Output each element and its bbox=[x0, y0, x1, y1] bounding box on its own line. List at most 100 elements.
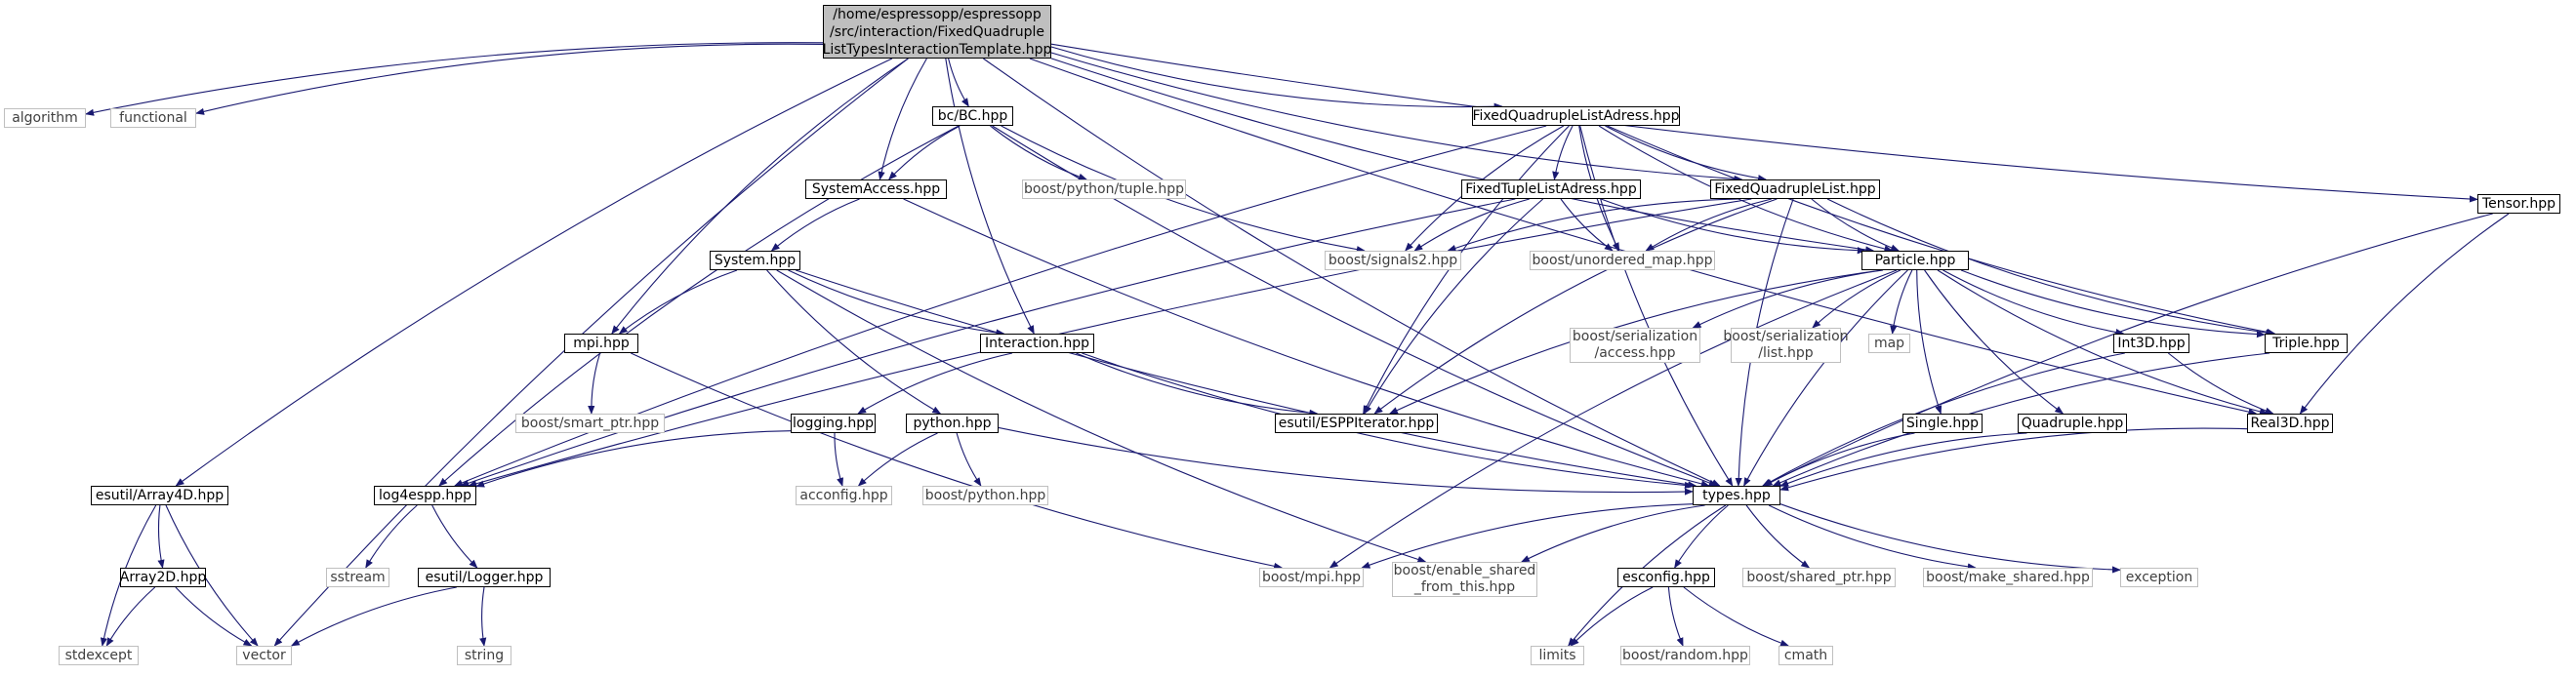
node-interaction-hpp[interactable]: Interaction.hpp bbox=[980, 334, 1094, 353]
node-boost-mpi: boost/mpi.hpp bbox=[1259, 568, 1364, 587]
edge-particle-to-types bbox=[1743, 269, 1908, 487]
edge-root-to-functional bbox=[195, 43, 824, 115]
edge-system-to-enableshared bbox=[776, 269, 1427, 563]
node-triple-hpp[interactable]: Triple.hpp bbox=[2265, 334, 2348, 353]
node-types-hpp[interactable]: types.hpp bbox=[1693, 486, 1780, 505]
edge-particle-to-real3d bbox=[1937, 269, 2269, 416]
node-fixedquadruplelistadress-hpp[interactable]: FixedQuadrupleListAdress.hpp bbox=[1472, 106, 1680, 126]
edge-particle-to-espiter bbox=[1388, 269, 1882, 415]
edge-single-to-types bbox=[1763, 432, 1915, 487]
node-fixedquadruplelist-hpp[interactable]: FixedQuadrupleList.hpp bbox=[1710, 179, 1880, 199]
node-exception: exception bbox=[2120, 568, 2198, 587]
edge-root-to-bc bbox=[948, 58, 969, 107]
node-boost-serialization-list: boost/serialization /list.hpp bbox=[1723, 328, 1849, 363]
edge-system-to-interaction bbox=[788, 269, 1005, 337]
node-array4d-hpp[interactable]: esutil/Array4D.hpp bbox=[91, 486, 228, 505]
edge-python-to-boostpython bbox=[956, 432, 982, 487]
node-quadruple-hpp[interactable]: Quadruple.hpp bbox=[2018, 414, 2127, 433]
edge-root-to-particle bbox=[1050, 58, 1875, 254]
edge-ftla-to-signals2 bbox=[1413, 198, 1530, 252]
edge-real3d-to-types bbox=[1779, 427, 2248, 492]
node-tensor-hpp[interactable]: Tensor.hpp bbox=[2477, 194, 2560, 214]
edge-particle-to-triple bbox=[1960, 269, 2266, 338]
edge-logging-to-acconfig bbox=[834, 432, 844, 487]
edge-root-to-array4d bbox=[175, 58, 893, 487]
node-root-fixedquadruplelisttypesinteractiontemplate: /home/espressopp/espressopp /src/interac… bbox=[822, 5, 1052, 59]
node-acconfig-hpp: acconfig.hpp bbox=[796, 486, 892, 505]
edge-particle-to-int3d bbox=[1942, 269, 2125, 337]
node-mpi-hpp[interactable]: mpi.hpp bbox=[564, 334, 638, 353]
node-vector: vector bbox=[236, 646, 292, 665]
edge-logger-to-vector bbox=[290, 586, 457, 647]
node-sstream: sstream bbox=[326, 568, 389, 587]
edge-ftla-to-espiter bbox=[1364, 198, 1544, 415]
node-logger-hpp[interactable]: esutil/Logger.hpp bbox=[418, 568, 551, 587]
edge-array2d-to-vector bbox=[175, 586, 253, 647]
node-esppiterator-hpp[interactable]: esutil/ESPPIterator.hpp bbox=[1275, 414, 1438, 433]
edge-ftla-to-log4espp bbox=[460, 198, 1516, 487]
edge-int3d-to-types bbox=[1762, 352, 2125, 487]
edge-log4espp-to-logger bbox=[431, 504, 478, 569]
node-esconfig-hpp[interactable]: esconfig.hpp bbox=[1617, 568, 1715, 587]
edge-root-to-fqla bbox=[1050, 46, 1503, 110]
edge-particle-to-serlist bbox=[1812, 269, 1901, 329]
node-systemaccess-hpp[interactable]: SystemAccess.hpp bbox=[805, 179, 947, 199]
edge-ftla-to-particle bbox=[1600, 198, 1866, 255]
node-real3d-hpp[interactable]: Real3D.hpp bbox=[2247, 414, 2333, 433]
edge-types-to-esconfig bbox=[1674, 504, 1729, 569]
edge-root-to-mpi bbox=[611, 58, 909, 335]
node-single-hpp[interactable]: Single.hpp bbox=[1902, 414, 1983, 433]
edge-bc-to-signals2 bbox=[1001, 125, 1366, 254]
edge-system-to-mpi bbox=[618, 269, 738, 335]
node-limits: limits bbox=[1531, 646, 1584, 665]
edge-fqla-to-triple bbox=[1607, 125, 2276, 336]
node-boost-enable-shared-from-this: boost/enable_shared _from_this.hpp bbox=[1392, 562, 1537, 597]
node-log4espp-hpp[interactable]: log4espp.hpp bbox=[374, 486, 476, 505]
edge-interaction-to-espiter bbox=[1076, 352, 1319, 417]
edge-types-to-bmpi bbox=[1361, 503, 1694, 569]
node-functional: functional bbox=[110, 108, 196, 128]
edge-sysaccess-to-types bbox=[903, 198, 1710, 488]
node-boost-python-tuple: boost/python/tuple.hpp bbox=[1022, 179, 1186, 199]
node-system-hpp[interactable]: System.hpp bbox=[710, 251, 800, 270]
edge-mpi-to-smartptr bbox=[588, 352, 601, 415]
edge-fql-to-unordered bbox=[1645, 198, 1772, 252]
node-int3d-hpp[interactable]: Int3D.hpp bbox=[2113, 334, 2189, 353]
node-bc-hpp[interactable]: bc/BC.hpp bbox=[932, 106, 1013, 126]
node-boost-shared-ptr: boost/shared_ptr.hpp bbox=[1742, 568, 1896, 587]
edge-python-to-types bbox=[998, 426, 1694, 496]
edge-particle-to-seracc bbox=[1692, 269, 1884, 329]
edge-int3d-to-real3d bbox=[2167, 352, 2274, 415]
edge-types-to-enableshared bbox=[1520, 504, 1705, 563]
edge-array4d-to-vector bbox=[165, 504, 259, 647]
edge-array4d-to-array2d bbox=[157, 504, 165, 569]
edge-fqla-to-fql bbox=[1605, 125, 1767, 182]
edge-array2d-to-stdexcept bbox=[105, 586, 156, 647]
edge-fql-to-signals2 bbox=[1447, 198, 1740, 252]
edge-mpi-to-bmpi bbox=[631, 352, 1284, 570]
edge-python-to-acconfig bbox=[857, 432, 938, 487]
node-python-hpp[interactable]: python.hpp bbox=[906, 414, 999, 433]
node-logging-hpp[interactable]: logging.hpp bbox=[791, 414, 876, 433]
node-string: string bbox=[457, 646, 511, 665]
edge-sysaccess-to-system bbox=[770, 198, 860, 252]
edge-fql-to-triple bbox=[1826, 198, 2275, 337]
node-algorithm: algorithm bbox=[4, 108, 86, 128]
node-particle-hpp[interactable]: Particle.hpp bbox=[1861, 251, 1969, 270]
edge-triple-to-types bbox=[1772, 352, 2270, 487]
edge-root-to-interaction bbox=[945, 58, 1035, 335]
edge-ftla-to-unordered bbox=[1560, 198, 1614, 252]
edge-bc-to-pytuple bbox=[990, 125, 1087, 180]
node-fixedtuplelistadress-hpp[interactable]: FixedTupleListAdress.hpp bbox=[1461, 179, 1641, 199]
edge-root-to-tensor bbox=[1050, 43, 2478, 203]
edge-bc-to-sysaccess bbox=[888, 125, 961, 180]
edge-root-to-fql bbox=[1050, 52, 1743, 183]
node-array2d-hpp[interactable]: Array2D.hpp bbox=[120, 568, 206, 587]
edge-bc-to-log4espp bbox=[438, 125, 960, 487]
node-boost-signals2: boost/signals2.hpp bbox=[1325, 251, 1461, 270]
node-boost-python: boost/python.hpp bbox=[922, 486, 1048, 505]
edge-fql-to-espiter bbox=[1373, 198, 1778, 415]
node-cmath: cmath bbox=[1779, 646, 1833, 665]
edge-fqla-to-ftla bbox=[1552, 125, 1574, 180]
edge-types-to-sharedptr bbox=[1745, 504, 1811, 569]
